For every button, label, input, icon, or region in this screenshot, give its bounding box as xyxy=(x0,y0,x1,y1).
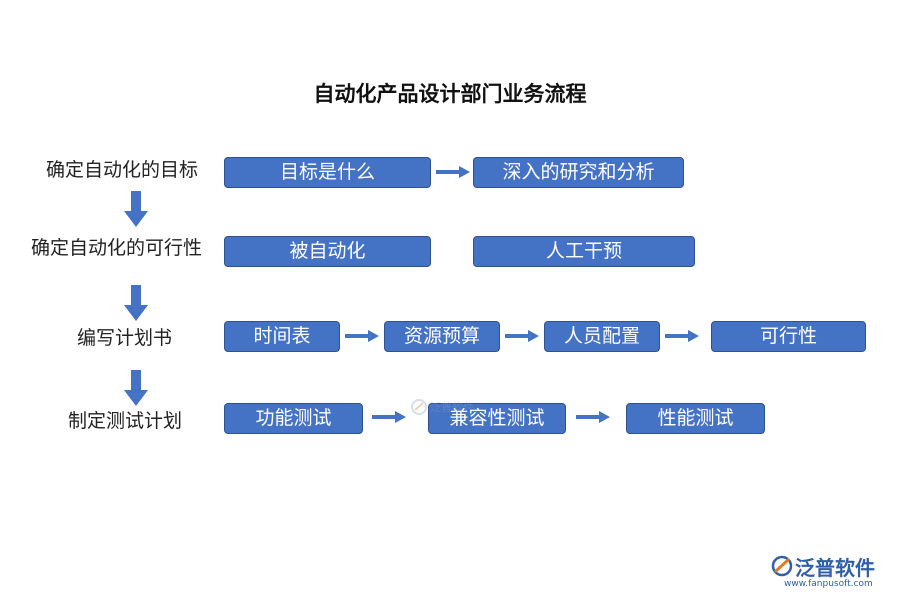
box-compatibility-test: 兼容性测试 xyxy=(428,403,566,434)
box-what-is-goal: 目标是什么 xyxy=(224,157,431,188)
brand-logo: 泛普软件 www.fanpusoft.com xyxy=(770,552,890,594)
right-arrow-icon xyxy=(505,330,539,342)
step-label-test-plan: 制定测试计划 xyxy=(68,410,183,432)
box-feasibility: 可行性 xyxy=(711,321,866,352)
right-arrow-icon xyxy=(576,411,610,423)
diagram-title: 自动化产品设计部门业务流程 xyxy=(313,81,587,106)
step-label-feasibility: 确定自动化的可行性 xyxy=(31,237,203,259)
step-label-goal: 确定自动化的目标 xyxy=(46,159,199,181)
down-arrow-icon xyxy=(124,285,148,321)
box-automated: 被自动化 xyxy=(224,236,431,267)
box-functional-test: 功能测试 xyxy=(224,403,363,434)
box-research-analysis: 深入的研究和分析 xyxy=(473,157,684,188)
brand-url: www.fanpusoft.com xyxy=(784,579,873,589)
box-performance-test: 性能测试 xyxy=(626,403,765,434)
watermark-logo-icon xyxy=(411,399,427,415)
step-label-plan: 编写计划书 xyxy=(77,327,173,349)
box-resource-budget: 资源预算 xyxy=(384,321,500,352)
right-arrow-icon xyxy=(436,166,470,178)
box-schedule: 时间表 xyxy=(224,321,340,352)
down-arrow-icon xyxy=(124,370,148,406)
box-staffing: 人员配置 xyxy=(544,321,660,352)
right-arrow-icon xyxy=(665,330,699,342)
right-arrow-icon xyxy=(372,411,406,423)
down-arrow-icon xyxy=(124,191,148,227)
right-arrow-icon xyxy=(345,330,379,342)
watermark-text: 泛普软件 xyxy=(430,401,474,414)
box-manual-intervention: 人工干预 xyxy=(473,236,695,267)
brand-logo-icon xyxy=(771,555,793,577)
watermark: 泛普软件 xyxy=(410,398,474,418)
brand-name: 泛普软件 xyxy=(795,556,875,580)
